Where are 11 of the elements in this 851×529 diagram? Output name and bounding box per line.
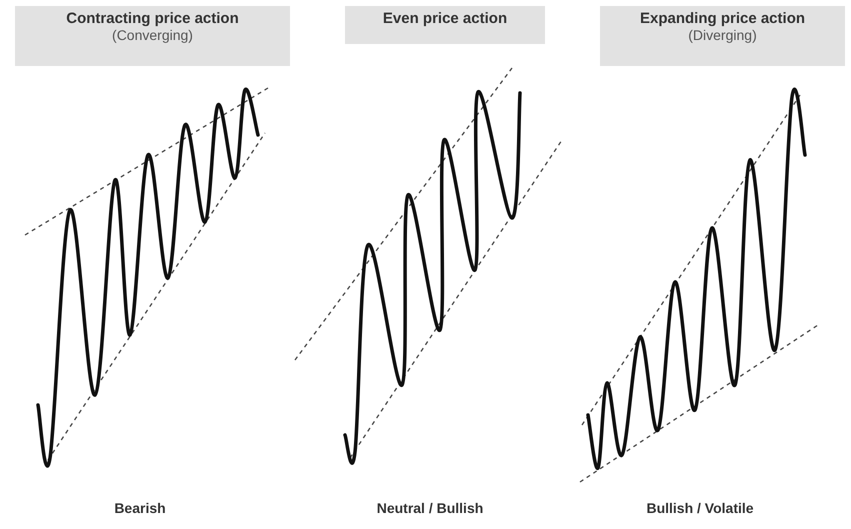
header-box (600, 6, 845, 66)
outcome-label: Neutral / Bullish (376, 500, 484, 516)
panel-subheading: (Diverging) (687, 27, 758, 43)
header-box (15, 6, 290, 66)
header-box (345, 6, 545, 44)
panel-heading: Contracting price action (65, 10, 240, 27)
panel-subheading: (Converging) (111, 27, 194, 43)
panel-heading: Expanding price action (638, 10, 806, 27)
outcome-label: Bullish / Volatile (645, 500, 755, 516)
outcome-label: Bearish (113, 500, 167, 516)
panel-heading: Even price action (382, 10, 508, 27)
